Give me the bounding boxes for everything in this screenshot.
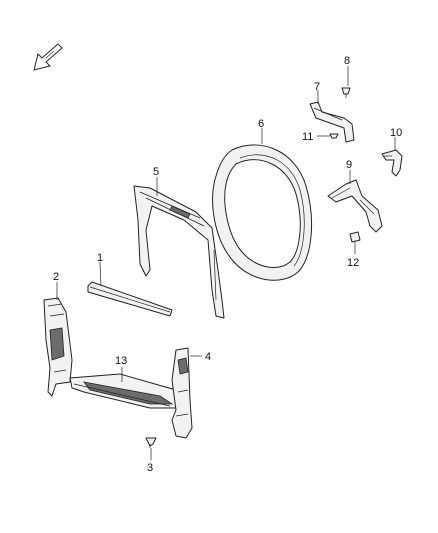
part-10-connector — [381, 149, 403, 177]
part-11-screw — [329, 133, 339, 139]
part-9-harness-bracket — [327, 179, 383, 233]
callout-2: 2 — [53, 271, 59, 283]
part-8-clip — [341, 87, 351, 98]
callout-11: 11 — [302, 131, 313, 143]
leader-1 — [99, 261, 102, 287]
part-3-push-pin — [145, 437, 157, 448]
callout-8: 8 — [344, 55, 350, 67]
part-2-left-air-guide — [43, 297, 73, 397]
part-5-shroud-frame — [133, 185, 225, 319]
callout-10: 10 — [390, 127, 402, 139]
front-arrow-icon — [33, 43, 63, 71]
part-13-lower-deflector — [69, 373, 181, 409]
callout-9: 9 — [346, 159, 352, 171]
part-1-seal-strip — [87, 281, 173, 317]
callout-3: 3 — [147, 462, 153, 474]
part-4-right-air-guide — [171, 347, 193, 439]
part-6-fan-shroud-ring — [212, 144, 313, 281]
callout-13: 13 — [115, 355, 127, 367]
callout-12: 12 — [347, 257, 359, 269]
callout-6: 6 — [258, 118, 264, 130]
callout-1: 1 — [97, 252, 103, 264]
callout-4: 4 — [205, 351, 211, 363]
callout-7: 7 — [314, 81, 320, 93]
callout-5: 5 — [153, 166, 159, 178]
part-12-grommet — [349, 231, 361, 243]
part-7-bracket — [309, 101, 355, 143]
